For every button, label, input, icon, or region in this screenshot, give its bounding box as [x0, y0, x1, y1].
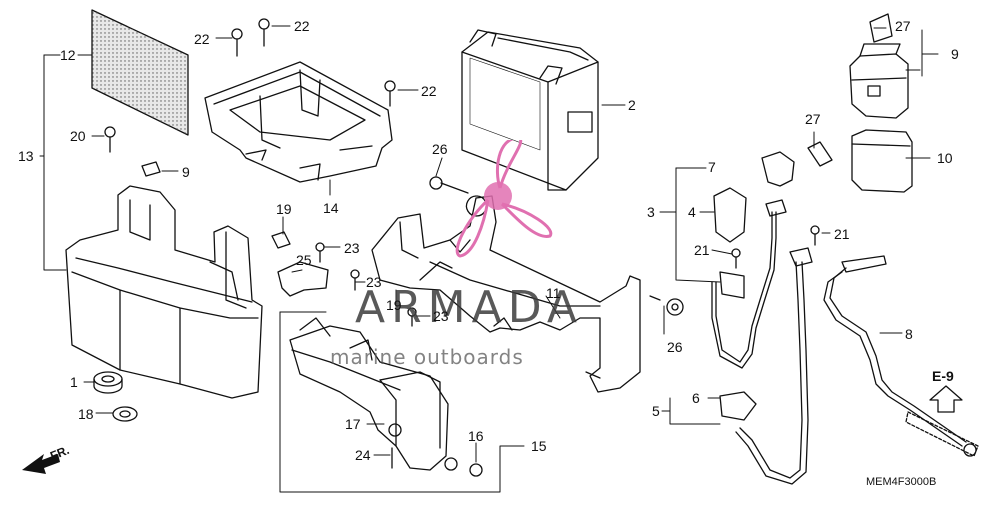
- callout-5: 5: [652, 403, 660, 419]
- part-clip-25: [277, 261, 329, 297]
- watermark-brand: ARMADA: [355, 282, 583, 333]
- part-starter-relay: [849, 43, 909, 119]
- part-bolts-small: [104, 18, 820, 469]
- callout-27-top: 27: [895, 18, 911, 34]
- part-fuse-27-mid: [807, 141, 833, 167]
- part-ground-cable: [823, 255, 979, 457]
- callout-17: 17: [345, 416, 361, 432]
- callout-22-right: 22: [421, 83, 437, 99]
- callout-23-low: 23: [433, 308, 449, 324]
- diagram-code: MEM4F3000B: [866, 476, 937, 488]
- callout-8: 8: [905, 326, 913, 342]
- callout-22-left: 22: [194, 31, 210, 47]
- callout-16: 16: [468, 428, 484, 444]
- callout-26-upper: 26: [432, 141, 448, 157]
- callout-23-mid: 23: [366, 274, 382, 290]
- part-negative-cable: [719, 247, 813, 485]
- callout-3: 3: [647, 204, 655, 220]
- callout-4: 4: [688, 204, 696, 220]
- callout-12: 12: [60, 47, 76, 63]
- part-main-bracket: [371, 195, 641, 393]
- callout-9-relay: 9: [951, 46, 959, 62]
- callout-18: 18: [78, 406, 94, 422]
- part-bolt-26-lower: [649, 295, 684, 316]
- callout-24: 24: [355, 447, 371, 463]
- callout-9-box: 9: [182, 164, 190, 180]
- part-positive-cable: [711, 199, 787, 369]
- part-fuse-27-top: [869, 13, 893, 43]
- part-grommet-1: [93, 371, 123, 394]
- callout-7: 7: [708, 159, 716, 175]
- front-arrow: [22, 454, 60, 474]
- part-battery-tray: [204, 61, 393, 183]
- section-arrow: [929, 385, 963, 413]
- callout-10: 10: [937, 150, 953, 166]
- part-pad: [91, 9, 189, 136]
- callout-11: 11: [546, 285, 561, 301]
- callout-15: 15: [531, 438, 547, 454]
- section-ref-label: E-9: [932, 368, 954, 384]
- part-grommet-18: [112, 406, 138, 422]
- part-fuse-box: [289, 317, 483, 477]
- callout-1: 1: [70, 374, 78, 390]
- callout-14: 14: [323, 200, 339, 216]
- watermark-logo-icon: [455, 140, 553, 258]
- callout-2: 2: [628, 97, 636, 113]
- part-battery: [461, 29, 599, 191]
- callout-22-mid: 22: [294, 18, 310, 34]
- callout-21-right: 21: [834, 226, 850, 242]
- callout-25: 25: [296, 252, 312, 268]
- part-relay-cover: [851, 129, 913, 193]
- callout-13: 13: [18, 148, 34, 164]
- callout-6: 6: [692, 390, 700, 406]
- callout-27-mid: 27: [805, 111, 821, 127]
- part-terminal-cover-4: [713, 187, 747, 243]
- callout-26-lower: 26: [667, 339, 683, 355]
- leader-lines: [39, 25, 939, 493]
- callout-20: 20: [70, 128, 86, 144]
- callout-21-left: 21: [694, 242, 710, 258]
- part-battery-box: [65, 185, 263, 399]
- callout-19-lower: 19: [386, 297, 402, 313]
- part-bolt-26: [429, 176, 488, 217]
- part-terminal-cover-7: [761, 151, 795, 187]
- callout-19-upper: 19: [276, 201, 292, 217]
- watermark-tagline: marine outboards: [330, 345, 524, 369]
- callout-23-top: 23: [344, 240, 360, 256]
